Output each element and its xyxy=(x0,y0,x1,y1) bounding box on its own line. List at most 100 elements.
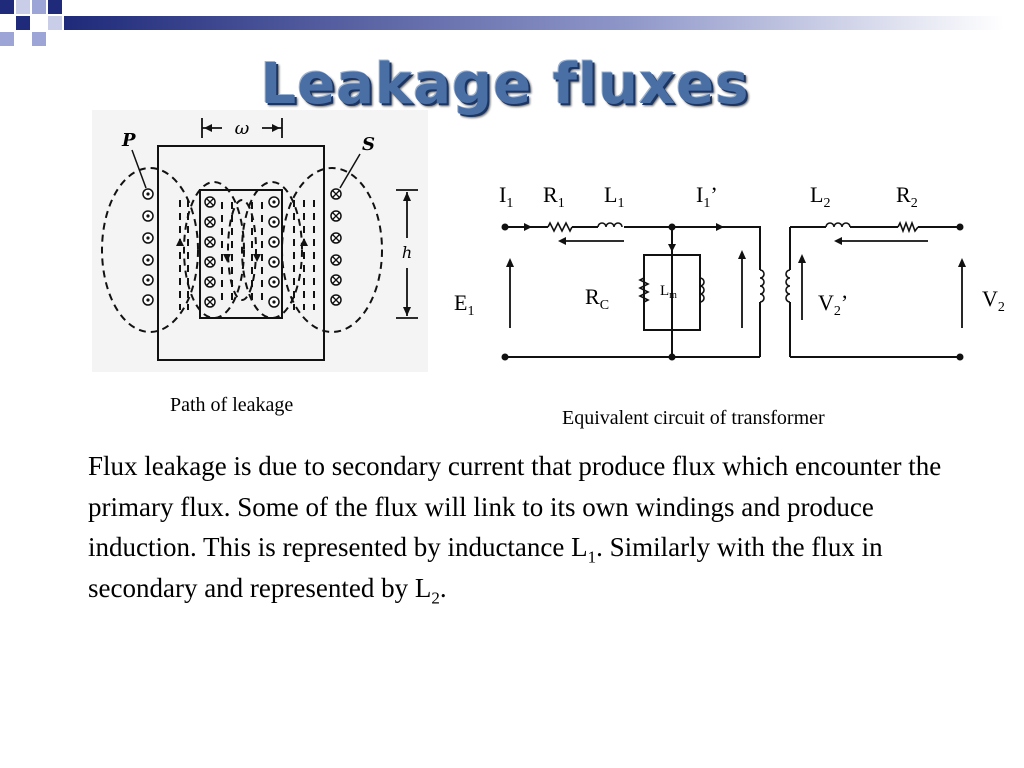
inductor-lm xyxy=(699,277,705,303)
conductor-dot-center xyxy=(146,278,150,282)
arrow-up-icon xyxy=(300,238,308,246)
arrow-right-icon xyxy=(272,124,280,132)
corner-square xyxy=(16,0,30,14)
conductor-dot-center xyxy=(146,258,150,262)
resistor-r2 xyxy=(897,220,919,234)
cross-mark xyxy=(332,256,340,264)
leakage-figure-caption: Path of leakage xyxy=(170,394,294,416)
paragraph-text: . Similarly with the flux in secondary a… xyxy=(88,532,883,603)
primary-leader xyxy=(131,149,147,189)
paragraph-text: . xyxy=(439,572,447,603)
flux-loop xyxy=(241,181,303,319)
secondary-leader xyxy=(339,153,361,189)
arrow-down-icon xyxy=(253,254,261,262)
core-outline xyxy=(157,145,325,361)
label-i1: I1 xyxy=(499,182,513,211)
conductor-dot-center xyxy=(146,192,150,196)
arrow-up-icon xyxy=(798,254,806,263)
diagram-background xyxy=(92,110,428,372)
corner-square xyxy=(0,32,14,46)
primary-winding-coil xyxy=(759,269,765,303)
circuit-figure-caption: Equivalent circuit of transformer xyxy=(562,407,825,429)
corner-square xyxy=(48,16,62,30)
label-e1: E1 xyxy=(454,290,474,319)
conductor-dot-center xyxy=(146,214,150,218)
arrow-left-icon xyxy=(834,237,842,245)
flux-loops xyxy=(101,167,383,333)
wire-primary-top xyxy=(505,226,761,248)
leakage-path-diagram: ω h P S xyxy=(92,110,428,372)
cross-mark xyxy=(206,238,214,246)
conductor-dot-center xyxy=(272,260,276,264)
corner-square xyxy=(32,32,46,46)
arrow-up-icon xyxy=(958,258,966,267)
height-label: h xyxy=(402,243,412,262)
label-r2: R2 xyxy=(896,182,918,211)
arrow-up-icon xyxy=(403,192,411,201)
terminal-dot xyxy=(956,353,964,361)
cross-mark xyxy=(332,296,340,304)
flux-loop xyxy=(281,167,383,333)
inductor-l2 xyxy=(825,222,851,228)
label-l1: L1 xyxy=(604,182,624,211)
arrow-down-icon xyxy=(403,307,411,316)
conductor-dot-center xyxy=(272,300,276,304)
arrow-right-icon xyxy=(524,223,532,231)
corner-square xyxy=(0,0,14,14)
terminal-dot xyxy=(501,353,509,361)
slide-title: Leakage fluxes xyxy=(260,52,750,117)
conductor-dot-center xyxy=(146,236,150,240)
arrow-up-icon xyxy=(738,250,746,259)
arrow-right-icon xyxy=(716,223,724,231)
paragraph-text: Flux leakage is due to secondary current… xyxy=(88,451,942,562)
primary-dot-centers xyxy=(146,192,276,304)
label-i1-prime: I1’ xyxy=(696,182,718,211)
secondary-cross-marks xyxy=(206,190,340,306)
width-label: ω xyxy=(235,118,250,139)
conductor-dot-center xyxy=(272,220,276,224)
height-dimension xyxy=(396,189,418,319)
label-lm: Lm xyxy=(660,283,677,301)
corner-square xyxy=(16,16,30,30)
terminals xyxy=(501,223,964,361)
arrow-left-icon xyxy=(558,237,566,245)
arrow-left-icon xyxy=(204,124,212,132)
label-rc: RC xyxy=(585,284,609,313)
body-paragraph: Flux leakage is due to secondary current… xyxy=(88,446,968,608)
cross-mark xyxy=(332,276,340,284)
corner-square xyxy=(32,0,46,14)
primary-label: P xyxy=(121,130,136,151)
junction-dot xyxy=(668,353,676,361)
label-l2: L2 xyxy=(810,182,830,211)
label-v2-prime: V2’ xyxy=(818,290,848,319)
circuit-wires xyxy=(505,226,960,358)
corner-decoration xyxy=(0,0,1004,46)
resistor-r1 xyxy=(547,221,573,233)
secondary-label: S xyxy=(362,134,375,155)
inductors xyxy=(597,222,851,303)
cross-mark xyxy=(206,258,214,266)
cross-mark xyxy=(332,234,340,242)
resistors xyxy=(547,220,919,303)
arrow-up-icon xyxy=(506,258,514,267)
cross-mark xyxy=(206,198,214,206)
cross-mark xyxy=(332,190,340,198)
corner-square xyxy=(48,0,62,14)
resistor-rc xyxy=(638,277,650,303)
flux-dashes xyxy=(179,200,315,310)
arrow-up-icon xyxy=(176,238,184,246)
secondary-winding-coil xyxy=(785,269,791,303)
header-bar xyxy=(64,16,1004,30)
label-r1: R1 xyxy=(543,182,565,211)
circuit-arrows xyxy=(506,223,966,328)
flux-loop xyxy=(227,199,257,301)
flux-loop xyxy=(101,167,199,333)
cross-mark xyxy=(206,218,214,226)
equivalent-circuit-diagram: I1 R1 L1 I1’ L2 R2 E1 RC Lm V2’ V2 xyxy=(454,182,1005,361)
cross-mark xyxy=(206,278,214,286)
label-v2: V2 xyxy=(982,286,1005,315)
cross-mark xyxy=(206,298,214,306)
width-dimension xyxy=(201,118,283,138)
cross-mark xyxy=(332,212,340,220)
subscript-1: 1 xyxy=(587,547,597,567)
